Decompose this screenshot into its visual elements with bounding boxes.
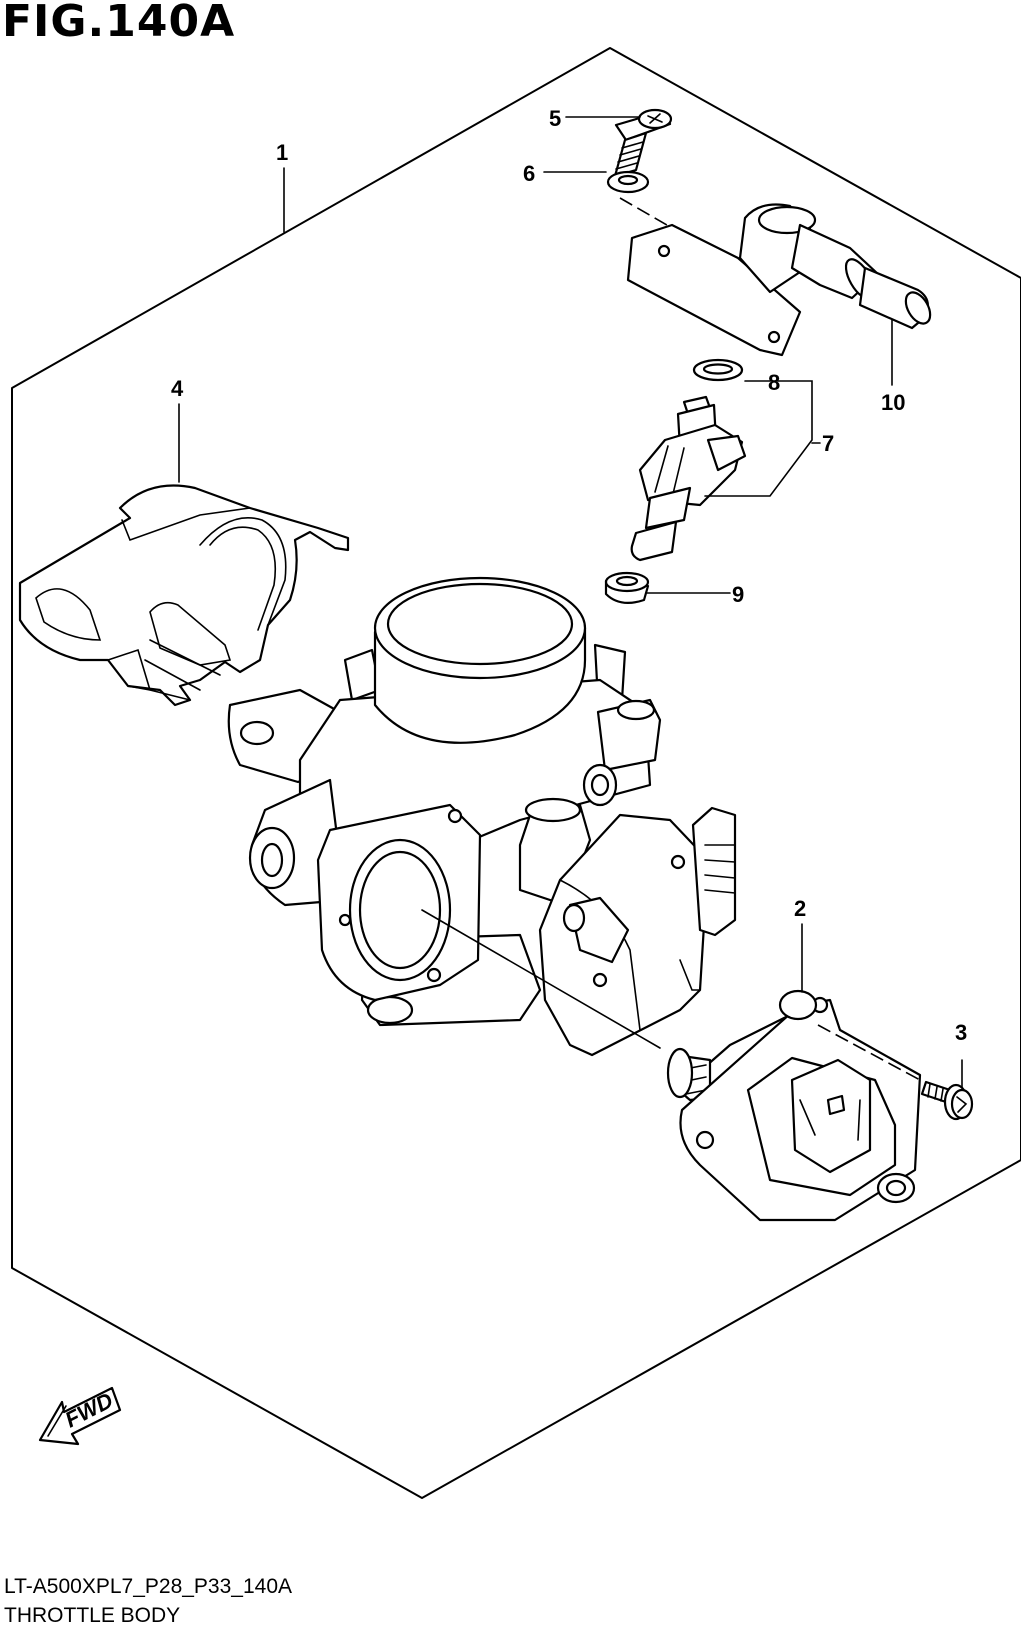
callout-8: 8: [768, 370, 780, 395]
callout-6: 6: [523, 161, 535, 186]
callout-2: 2: [794, 896, 806, 921]
callout-4: 4: [171, 376, 184, 401]
leader-lines: [178, 116, 963, 1089]
part-3-bolt[interactable]: [920, 1080, 974, 1121]
part-10-fuel-joint[interactable]: [626, 203, 935, 357]
part-7-fuel-injector[interactable]: [630, 395, 747, 562]
callout-3: 3: [955, 1020, 967, 1045]
figure-name: THROTTLE BODY: [4, 1604, 181, 1627]
callout-7: 7: [822, 431, 834, 456]
part-2-iac-valve[interactable]: [666, 989, 922, 1222]
callout-10: 10: [881, 390, 905, 415]
fwd-arrow-icon: FWD: [38, 1386, 122, 1446]
callout-1: 1: [276, 140, 288, 165]
assembly-boundary: [11, 47, 1021, 1499]
part-9-seal[interactable]: [604, 571, 650, 605]
callout-5: 5: [549, 106, 561, 131]
part-6-washer[interactable]: [606, 170, 650, 194]
part-8-o-ring[interactable]: [692, 358, 744, 382]
callout-labels: 1 2 3 4 5 6 7 8 9 10: [171, 106, 967, 1045]
callout-9: 9: [732, 582, 744, 607]
throttle-body-main[interactable]: [227, 576, 737, 1057]
part-5-screw[interactable]: [613, 108, 673, 178]
figure-code: LT-A500XPL7_P28_P33_140A: [4, 1575, 293, 1598]
figure-title: FIG.140A: [2, 0, 236, 47]
part-4-bracket[interactable]: [18, 484, 350, 707]
